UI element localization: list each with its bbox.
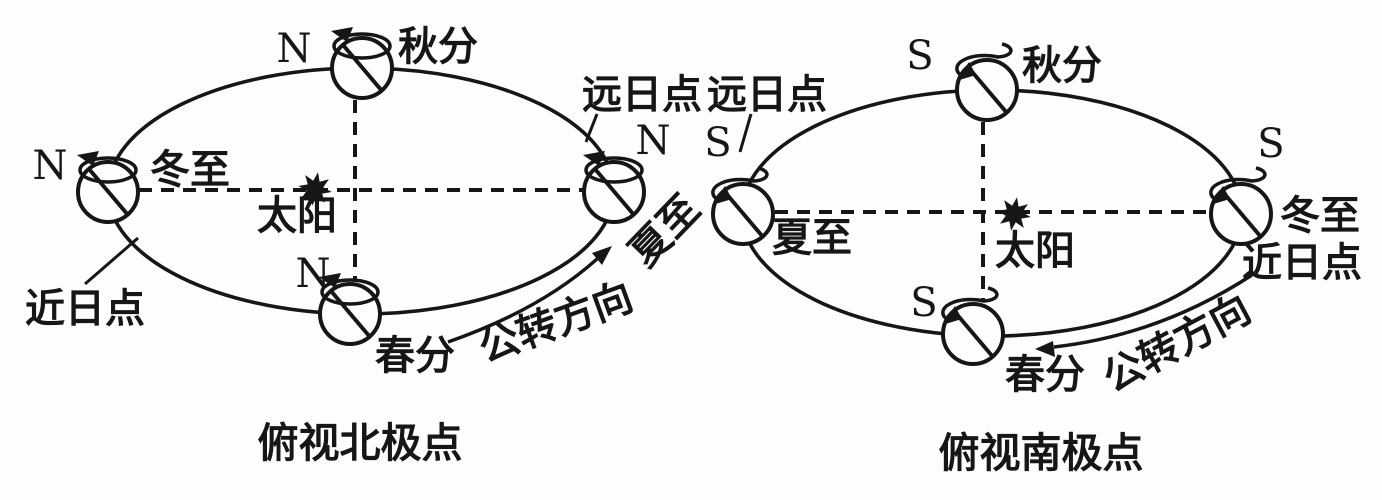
label-aphelion: 远日点 [707, 71, 827, 118]
south-polar-view: S 秋分 远日点 S 夏至 S 冬至 近日点 S 春分 公转方向 太阳 俯视南极… [704, 33, 1362, 477]
earth-spring-equinox-icon [940, 286, 1005, 366]
earth-winter-solstice-icon [75, 149, 140, 224]
label-autumn-equinox: 秋分 [1022, 42, 1102, 89]
pole-label-top: S [906, 33, 933, 79]
north-polar-view: N 秋分 N 冬至 近日点 远日点 N 夏至 N 春分 公转方向 太阳 俯视北极… [25, 23, 709, 467]
pole-label-bottom: N [296, 251, 331, 297]
label-perihelion: 近日点 [1242, 239, 1362, 286]
pole-label-left: S [704, 120, 731, 166]
aphelion-leader-line [738, 113, 753, 153]
pole-label-right: S [1257, 121, 1284, 167]
revolution-arrowhead-icon [592, 246, 612, 265]
label-winter-solstice: 冬至 [1280, 192, 1360, 239]
pole-label-top: N [277, 26, 312, 72]
earth-winter-solstice-icon [1208, 166, 1273, 246]
label-aphelion: 远日点 [582, 71, 702, 118]
revolution-direction-arrow [447, 257, 599, 344]
label-autumn-equinox: 秋分 [398, 23, 478, 70]
label-perihelion: 近日点 [25, 285, 145, 332]
aphelion-leader-line [584, 113, 599, 143]
earth-summer-solstice-icon [710, 166, 775, 246]
caption-south-view: 俯视南极点 [939, 429, 1144, 477]
pole-label-left: N [33, 143, 68, 189]
earth-autumn-equinox-icon [954, 42, 1019, 122]
caption-north-view: 俯视北极点 [258, 419, 463, 467]
label-winter-solstice: 冬至 [150, 146, 230, 193]
revolution-direction-arrow [1053, 273, 1253, 349]
earth-autumn-equinox-icon [329, 25, 394, 100]
label-summer-solstice: 夏至 [772, 214, 852, 261]
label-sun: 太阳 [257, 192, 337, 239]
label-spring-equinox: 春分 [375, 332, 455, 379]
pole-label-bottom: S [910, 280, 937, 326]
pole-label-right: N [636, 118, 671, 164]
revolution-arrowhead-icon [1035, 341, 1055, 357]
perihelion-leader-line [84, 236, 139, 286]
label-revolution-direction: 公转方向 [1095, 285, 1258, 402]
label-revolution-direction: 公转方向 [473, 273, 639, 372]
label-spring-equinox: 春分 [1005, 351, 1085, 398]
label-sun: 太阳 [995, 227, 1075, 274]
